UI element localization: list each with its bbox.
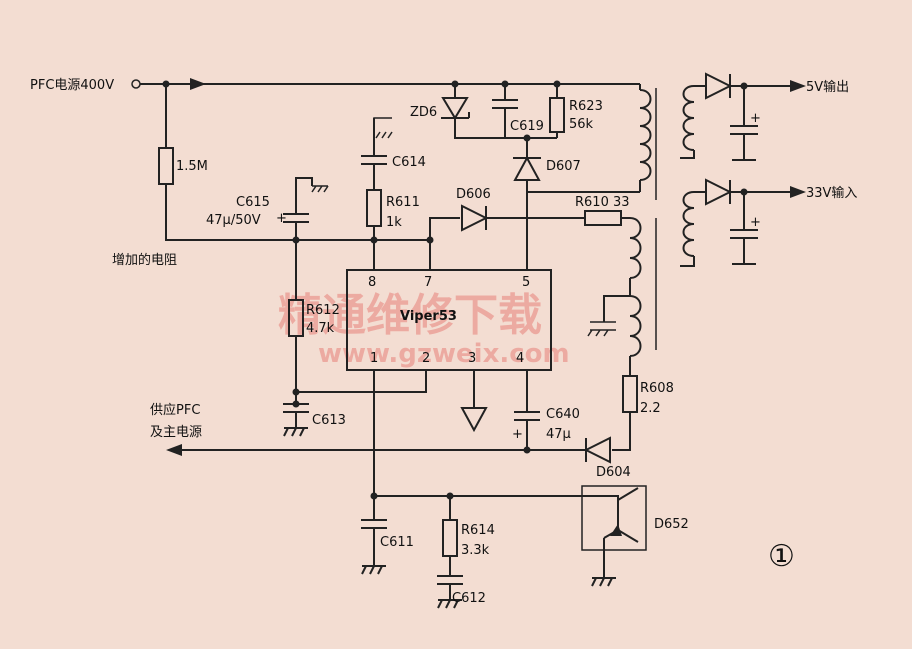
supply-arrow [166, 444, 182, 456]
watermark-chinese: 精通维修下载 [278, 290, 542, 341]
diode-33v [705, 178, 733, 206]
resistor-r610 [584, 210, 622, 226]
r623-value: 56k [569, 117, 594, 132]
capacitor-c612 [437, 556, 463, 609]
c613-label: C613 [312, 413, 346, 428]
c640-value: 47μ [546, 427, 571, 442]
capacitor-5v [730, 86, 758, 161]
ground-c615 [311, 185, 329, 193]
ic-pin1: 1 [370, 351, 378, 366]
ic-viper53 [346, 269, 552, 371]
ic-name: Viper53 [400, 309, 457, 324]
c619-label: C619 [510, 119, 544, 134]
pfc-supply-label: PFC电源400V [30, 78, 114, 93]
ground-pin3 [460, 370, 488, 433]
output-5v-label: 5V输出 [806, 79, 849, 95]
zd6-label: ZD6 [410, 105, 437, 120]
c615-value: 47μ/50V [206, 213, 261, 228]
r612-name: R612 [306, 303, 340, 318]
r612-value: 4.7k [306, 321, 335, 336]
ic-pin2: 2 [422, 351, 430, 366]
r614-name: R614 [461, 523, 495, 538]
c614-label: C614 [392, 155, 426, 170]
aux-winding-upper [629, 217, 642, 279]
watermark-url: www.gzweix.com [318, 339, 570, 369]
c612-label: C612 [452, 591, 486, 606]
c615-plus: + [276, 211, 287, 226]
ground-c613 [283, 412, 308, 437]
c611-label: C611 [380, 535, 414, 550]
secondary-5v-winding [682, 85, 695, 151]
resistor-1-5m-label: 1.5M [176, 159, 208, 174]
resistor-r608 [622, 375, 638, 413]
diode-5v [705, 72, 733, 100]
capacitor-c611 [361, 496, 387, 575]
ground-d652 [591, 538, 616, 587]
transformer-primary [639, 89, 652, 181]
r611-name: R611 [386, 195, 420, 210]
secondary-33v-winding [682, 191, 695, 257]
supply-pfc-label-2: 及主电源 [150, 425, 202, 440]
d604-label: D604 [596, 465, 631, 480]
capacitor-c614 [361, 118, 387, 190]
ground-aux [587, 321, 616, 337]
zener-zd6 [441, 97, 469, 120]
capacitor-c619 [492, 84, 518, 138]
optocoupler-d652 [581, 485, 647, 551]
r623-name: R623 [569, 99, 603, 114]
ground-c614 [373, 117, 393, 139]
resistor-1-5m [158, 147, 174, 185]
diode-d607 [513, 155, 541, 181]
ic-pin7: 7 [424, 275, 432, 290]
d606-label: D606 [456, 187, 491, 202]
capacitor-c640 [514, 370, 540, 450]
resistor-r614 [442, 519, 458, 557]
r608-value: 2.2 [640, 401, 661, 416]
cap-33v-plus: + [750, 215, 761, 230]
added-resistor-label: 增加的电阻 [112, 252, 177, 268]
r610-label: R610 33 [575, 195, 630, 210]
resistor-r623 [549, 97, 565, 133]
ic-pin4: 4 [516, 351, 524, 366]
capacitor-33v [730, 192, 758, 265]
aux-winding-lower [629, 295, 642, 357]
added-resistor-wire [165, 184, 430, 241]
resistor-r611 [366, 189, 382, 227]
pfc-input-terminal [131, 79, 141, 89]
figure-number: ① [768, 539, 795, 574]
flow-arrow [190, 78, 206, 90]
r608-name: R608 [640, 381, 674, 396]
cap-5v-plus: + [750, 111, 761, 126]
diode-d606 [461, 204, 489, 232]
ic-pin8: 8 [368, 275, 376, 290]
ic-pin3: 3 [468, 351, 476, 366]
r611-value: 1k [386, 215, 402, 230]
diode-d604 [583, 436, 611, 464]
ic-pin5: 5 [522, 275, 530, 290]
c615-name: C615 [236, 195, 270, 210]
input-33v-label: 33V输入 [806, 185, 857, 201]
c640-plus: + [512, 427, 523, 442]
supply-pfc-label-1: 供应PFC [150, 402, 200, 418]
r614-value: 3.3k [461, 543, 490, 558]
c640-name: C640 [546, 407, 580, 422]
d652-label: D652 [654, 517, 689, 532]
d607-label: D607 [546, 159, 581, 174]
